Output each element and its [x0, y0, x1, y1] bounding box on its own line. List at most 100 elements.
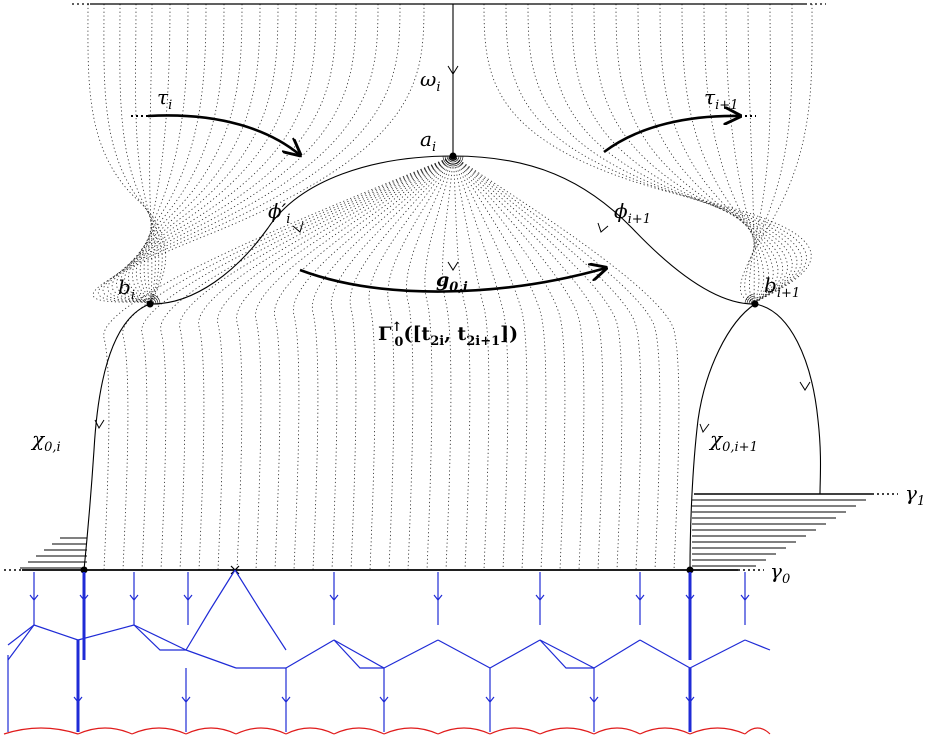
tree-arrowhead — [73, 696, 83, 703]
saddle-arc — [446, 155, 460, 163]
thick-arrows — [128, 115, 756, 293]
tree-edge — [383, 639, 439, 669]
label-chi-0i1: χ0,i+1 — [708, 427, 758, 455]
node-b-i1 — [751, 300, 759, 308]
flow-line — [141, 155, 454, 571]
flow-line — [452, 155, 471, 571]
red-arc — [77, 727, 133, 735]
tree-edge — [437, 639, 491, 669]
flow-line — [124, 3, 279, 305]
tree-edge — [185, 649, 237, 669]
node-chi-i1-foot — [686, 566, 694, 574]
flow-line — [744, 3, 793, 305]
red-arc — [437, 727, 491, 735]
flow-line — [452, 155, 623, 571]
flow-line — [135, 3, 225, 305]
blue-tree — [7, 569, 771, 732]
tree-arrowhead — [129, 594, 139, 601]
red-arc — [689, 727, 746, 735]
flow-line — [483, 3, 812, 305]
flow-line — [116, 3, 317, 305]
tree-edge — [689, 639, 746, 669]
tree-arrowhead — [740, 594, 750, 601]
flow-line — [452, 155, 509, 571]
saddle-arc — [444, 155, 462, 165]
tree-arrowhead — [281, 696, 291, 703]
tree-edge — [539, 639, 595, 669]
flow-line — [368, 155, 454, 571]
saddle-arc — [149, 299, 155, 305]
tree-edge — [639, 639, 691, 669]
red-arc — [235, 727, 287, 735]
tree-edge — [539, 639, 594, 669]
red-arc — [539, 727, 595, 735]
flow-line — [681, 3, 769, 305]
tree-edge — [133, 624, 186, 651]
tree-edge — [285, 639, 335, 669]
g0i-arrow — [299, 268, 606, 293]
flow-line — [571, 3, 793, 305]
flow-line — [147, 3, 171, 305]
flow-line — [92, 3, 425, 305]
label-gamma1: γ1 — [905, 481, 925, 509]
red-arc — [3, 727, 79, 735]
flow-line — [103, 155, 454, 571]
red-arc — [185, 727, 237, 735]
right-hatch — [692, 499, 866, 567]
label-tau-i1: τi+1 — [704, 85, 738, 113]
flow-line — [97, 3, 401, 305]
red-arc — [489, 727, 541, 735]
tree-arrowhead — [589, 696, 599, 703]
flow-line — [236, 155, 454, 571]
flow-line — [549, 3, 798, 305]
b-i1-return-loop — [754, 303, 822, 495]
red-arc — [285, 727, 335, 735]
tree-edge — [234, 569, 287, 651]
tree-edge — [133, 624, 187, 651]
nodes — [80, 152, 759, 574]
flow-line — [452, 155, 528, 571]
label-tau-i: τi — [157, 85, 172, 113]
label-a-i: ai — [420, 127, 436, 155]
label-gamma0: γ0 — [770, 559, 790, 587]
node-chi-i-foot — [80, 566, 88, 574]
tree-edge — [33, 624, 79, 641]
gamma0-line — [4, 565, 764, 575]
red-arc — [333, 727, 385, 735]
tree-edge — [7, 624, 35, 661]
red-arc — [383, 727, 439, 735]
saddle-arc — [149, 293, 161, 305]
tree-edge — [7, 624, 35, 646]
flow-line — [330, 155, 454, 571]
tree-arrowhead — [485, 696, 495, 703]
label-b-i1: bi+1 — [764, 273, 800, 301]
tree-arrowhead — [685, 696, 695, 703]
red-arc — [639, 727, 691, 735]
flow-line — [143, 3, 189, 305]
flow-line — [111, 3, 337, 305]
label-g0i: g0,i — [436, 269, 468, 295]
flow-line — [312, 155, 454, 571]
phi-prime-separatrix — [149, 155, 454, 305]
flow-line — [452, 155, 566, 571]
flow-line — [593, 3, 788, 305]
tau-i1-arrow — [603, 116, 740, 154]
saddle-arc — [748, 297, 756, 305]
flow-line — [135, 3, 156, 305]
tree-arrowhead — [433, 594, 443, 601]
tree-edge — [489, 639, 541, 669]
flow-line — [387, 155, 454, 571]
flow-line — [703, 3, 765, 305]
tree-arrowhead — [635, 594, 645, 601]
flow-line — [102, 3, 379, 305]
flow-line — [198, 155, 454, 571]
saddle-arc — [149, 297, 157, 305]
tree-arrowhead — [29, 594, 39, 601]
flow-line — [255, 155, 454, 571]
tree-edge — [185, 569, 236, 651]
flow-line — [505, 3, 807, 305]
flow-line — [349, 155, 454, 571]
node-b-i — [146, 300, 154, 308]
red-boundary-arcs — [3, 727, 771, 735]
phi-i1-separatrix — [452, 155, 756, 305]
